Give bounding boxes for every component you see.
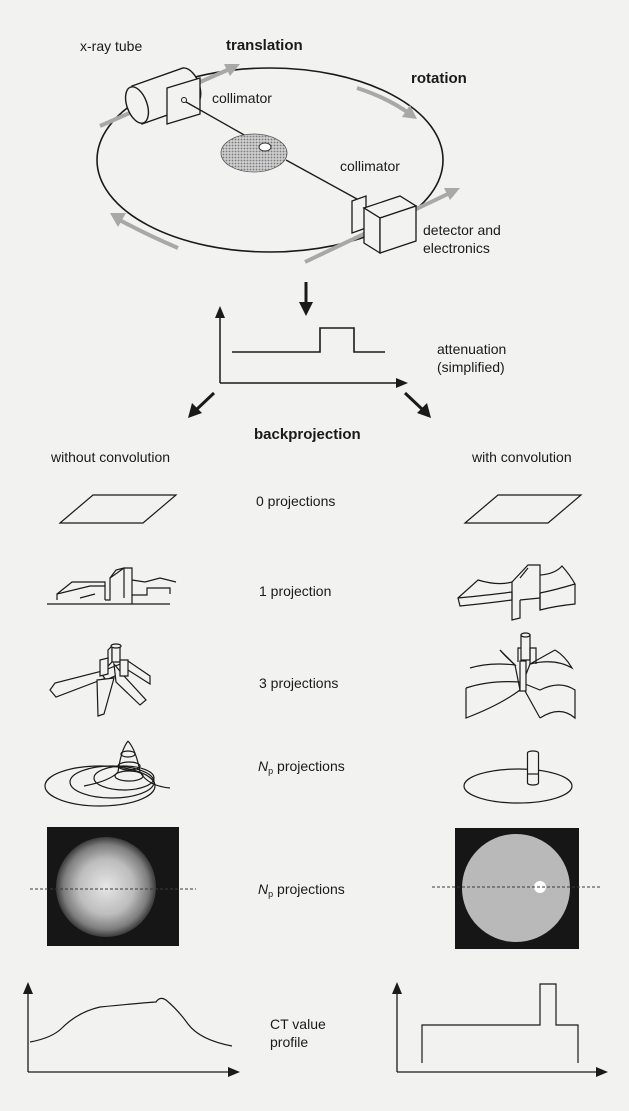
shape-without-3 (49, 643, 151, 717)
beam-line (185, 101, 358, 200)
object-disk (220, 133, 288, 173)
without-convolution-heading: without convolution (51, 449, 171, 465)
row-label-3: 3 projections (259, 675, 339, 691)
xray-tube-label: x-ray tube (80, 38, 143, 54)
attenuation-plot (215, 306, 408, 388)
gantry-ring (96, 67, 444, 253)
detector-label-line2: electronics (423, 240, 490, 256)
down-arrow (299, 282, 313, 316)
attenuation-label-line2: (simplified) (437, 359, 505, 375)
detector-label-line1: detector and (423, 222, 501, 238)
ct-profile-without (23, 982, 240, 1077)
shape-with-1 (457, 564, 576, 621)
ct-profile-label-line1: CT value (270, 1016, 326, 1032)
ct-profile-label-line2: profile (270, 1034, 309, 1050)
image-without-conv (30, 827, 196, 946)
cylinder-with-np (463, 750, 573, 804)
ct-profile-with (392, 982, 608, 1077)
collimator-plate-top (166, 77, 201, 125)
row-label-1: 1 projection (259, 583, 332, 599)
collimator-bottom-label: collimator (340, 158, 400, 174)
collimator-top-label: collimator (212, 90, 272, 106)
backprojection-heading: backprojection (254, 426, 361, 443)
plane-with-0 (463, 494, 583, 524)
image-with-conv (432, 828, 602, 949)
cone-without-np (44, 740, 171, 807)
shape-with-3 (465, 632, 576, 720)
attenuation-label-line1: attenuation (437, 341, 507, 357)
detector-box (362, 195, 418, 255)
row-label-np-image: Np projections (258, 881, 345, 899)
row-label-0: 0 projections (256, 493, 336, 509)
row-label-np-3d: Np projections (258, 758, 345, 776)
rotation-label: rotation (411, 70, 467, 87)
diagonal-arrows (194, 391, 425, 412)
plane-without-0 (58, 494, 178, 524)
translation-label: translation (226, 37, 303, 54)
shape-without-1 (47, 567, 177, 605)
with-convolution-heading: with convolution (472, 449, 572, 465)
